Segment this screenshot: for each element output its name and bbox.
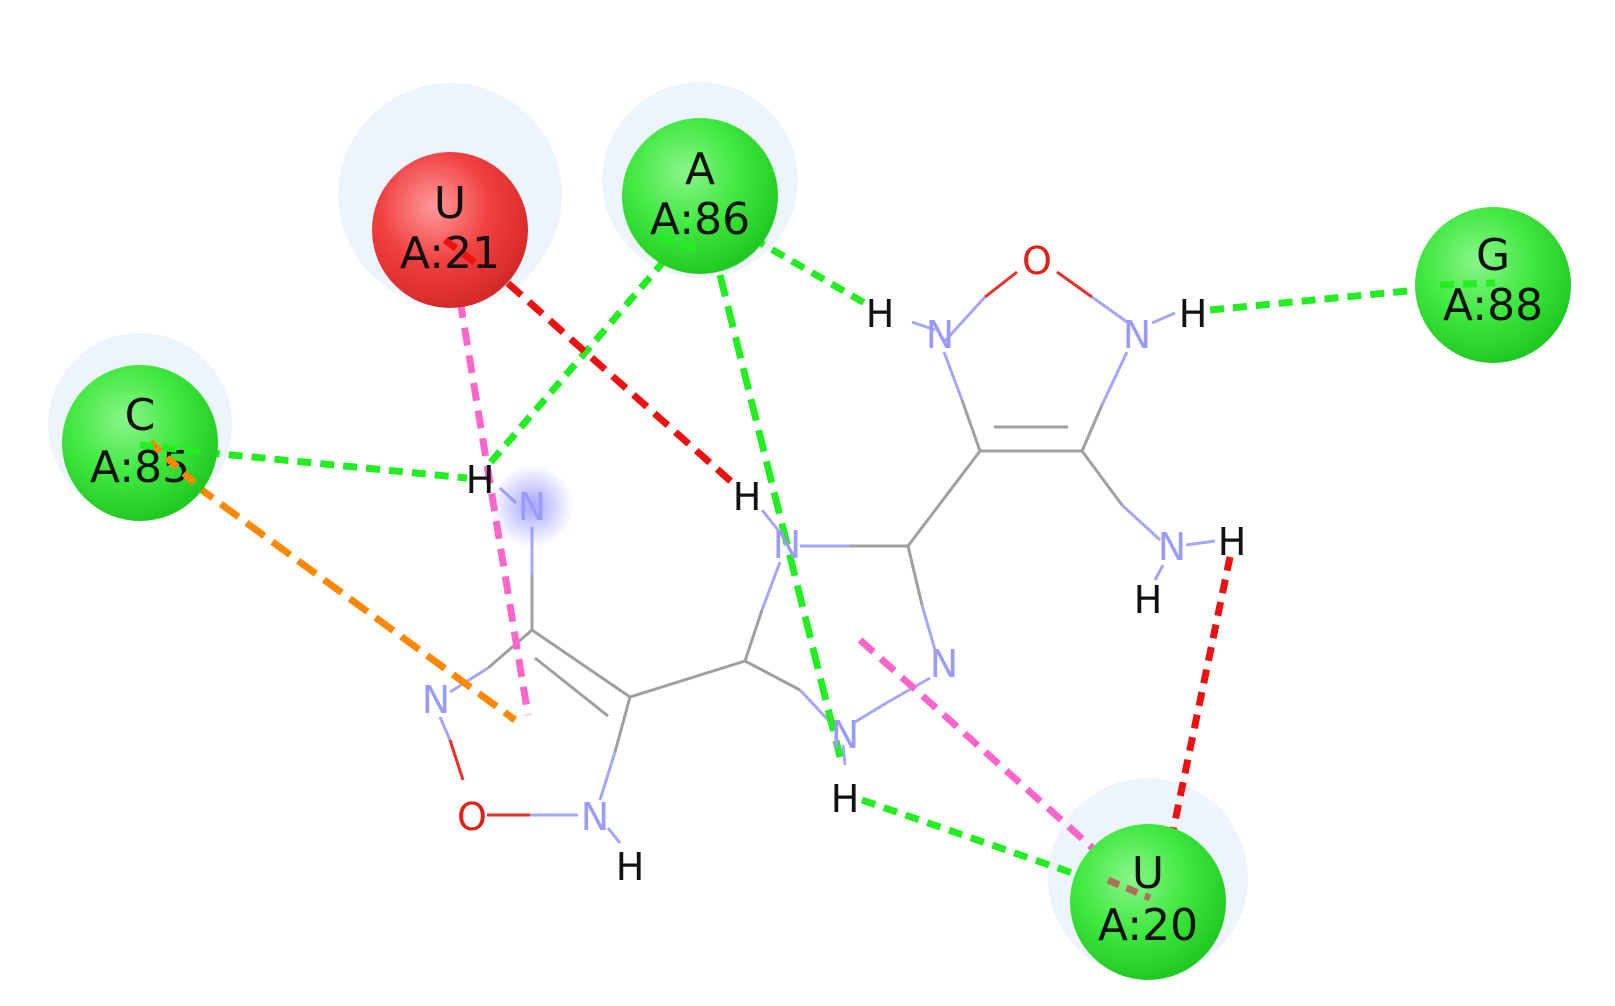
atom-o-bottom: O	[457, 795, 487, 839]
atom-n-top-left: N	[926, 313, 954, 357]
atom-h-top-left: H	[866, 292, 895, 336]
residue-u21: U A:21	[372, 152, 528, 308]
atom-h-amino-bottom: H	[466, 458, 495, 502]
residue-a86: A A:86	[622, 118, 778, 274]
atom-h-top-right: H	[1179, 292, 1208, 336]
atom-n-top-right: N	[1123, 313, 1151, 357]
residue-u20: U A:20	[1070, 824, 1226, 980]
unfavorable-u20-h	[1164, 556, 1234, 856]
residue-u21-base: U	[434, 178, 466, 229]
amine-highlight	[490, 464, 574, 548]
hbond-a86-nh	[487, 222, 698, 466]
atom-h-central-1: H	[733, 475, 762, 519]
atom-n-bottom-right: N	[581, 795, 609, 839]
atom-h-bottom-right: H	[616, 845, 645, 889]
residue-c85-base: C	[125, 390, 156, 441]
atom-n-amino-top: N	[1158, 525, 1186, 569]
ligand-bonds	[438, 270, 1216, 844]
hbond-a86-ring	[716, 274, 844, 758]
atom-h-amino-top-1: H	[1218, 520, 1247, 564]
residue-c85: C A:85	[62, 365, 218, 521]
atom-n-central-3: N	[831, 713, 859, 757]
residue-g88-label: A:88	[1443, 280, 1543, 331]
electrostatic-c85-ring	[192, 482, 518, 723]
atom-n-bottom-left: N	[422, 678, 450, 722]
residue-u21-label: A:21	[400, 228, 500, 279]
unfavorable-u21-h	[463, 243, 738, 488]
residue-g88-base: G	[1476, 230, 1510, 281]
atom-n-central-2: N	[930, 642, 958, 686]
atom-n-amino-bottom: N	[518, 485, 546, 529]
atom-n-central-1: N	[773, 523, 801, 567]
residue-u20-label: A:20	[1098, 900, 1198, 951]
atom-o-top: O	[1022, 239, 1052, 283]
residue-a86-base: A	[685, 144, 715, 195]
interaction-lines	[159, 222, 1481, 897]
ligand-atoms: O N N H H N H H N H N N H N H N O N H	[422, 239, 1247, 889]
atom-h-central-3: H	[831, 777, 860, 821]
atom-h-amino-top-2: H	[1134, 578, 1163, 622]
